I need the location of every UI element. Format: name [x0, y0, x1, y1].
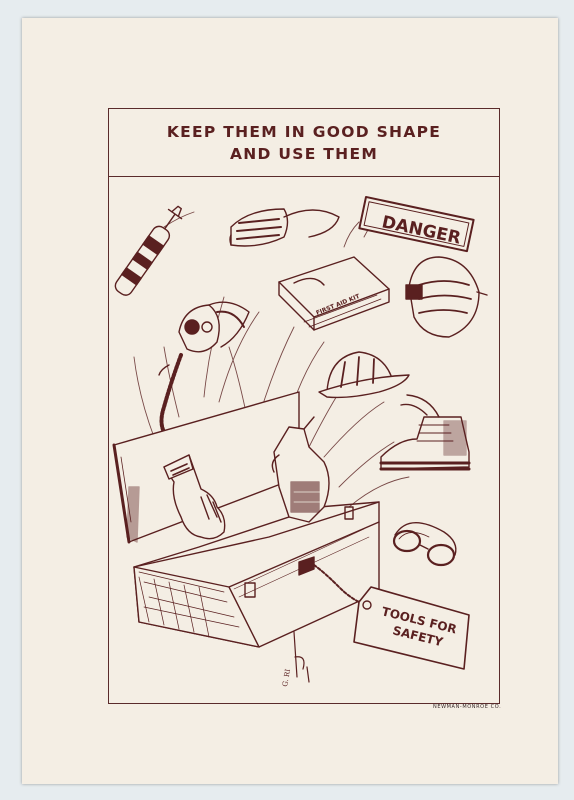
- artist-signature-drawing: [293, 631, 310, 683]
- toolbox-drawing: [112, 391, 380, 648]
- welding-helmet-drawing: [405, 256, 488, 338]
- illustration-frame: KEEP THEM IN GOOD SHAPE AND USE THEM: [108, 108, 500, 704]
- respirator-sandal-drawing: [229, 208, 340, 247]
- gas-mask-drawing: [158, 301, 250, 434]
- fire-extinguisher-drawing: [114, 205, 183, 296]
- safety-tools-illustration: DANGER FIRST AID KIT TOOLS FOR SAFETY G.…: [112, 196, 488, 687]
- glove-drawing: [163, 454, 226, 540]
- first-aid-kit-drawing: [278, 256, 390, 331]
- tool-pouch-drawing: [271, 416, 330, 523]
- heading-box: KEEP THEM IN GOOD SHAPE AND USE THEM: [109, 109, 499, 177]
- heading-line-1: KEEP THEM IN GOOD SHAPE: [166, 122, 442, 141]
- work-boot-drawing: [379, 394, 471, 471]
- goggles-drawing: [392, 522, 457, 567]
- hard-hat-drawing: [318, 351, 410, 399]
- printer-credit: NEWMAN-MONROE CO.: [433, 704, 502, 710]
- booklet-page: KEEP THEM IN GOOD SHAPE AND USE THEM: [22, 18, 558, 784]
- heading-line-2: AND USE THEM: [229, 144, 379, 163]
- danger-sign-drawing: [358, 196, 475, 253]
- artist-signature: G. RI: [281, 668, 292, 687]
- safety-tag-drawing: [353, 586, 470, 670]
